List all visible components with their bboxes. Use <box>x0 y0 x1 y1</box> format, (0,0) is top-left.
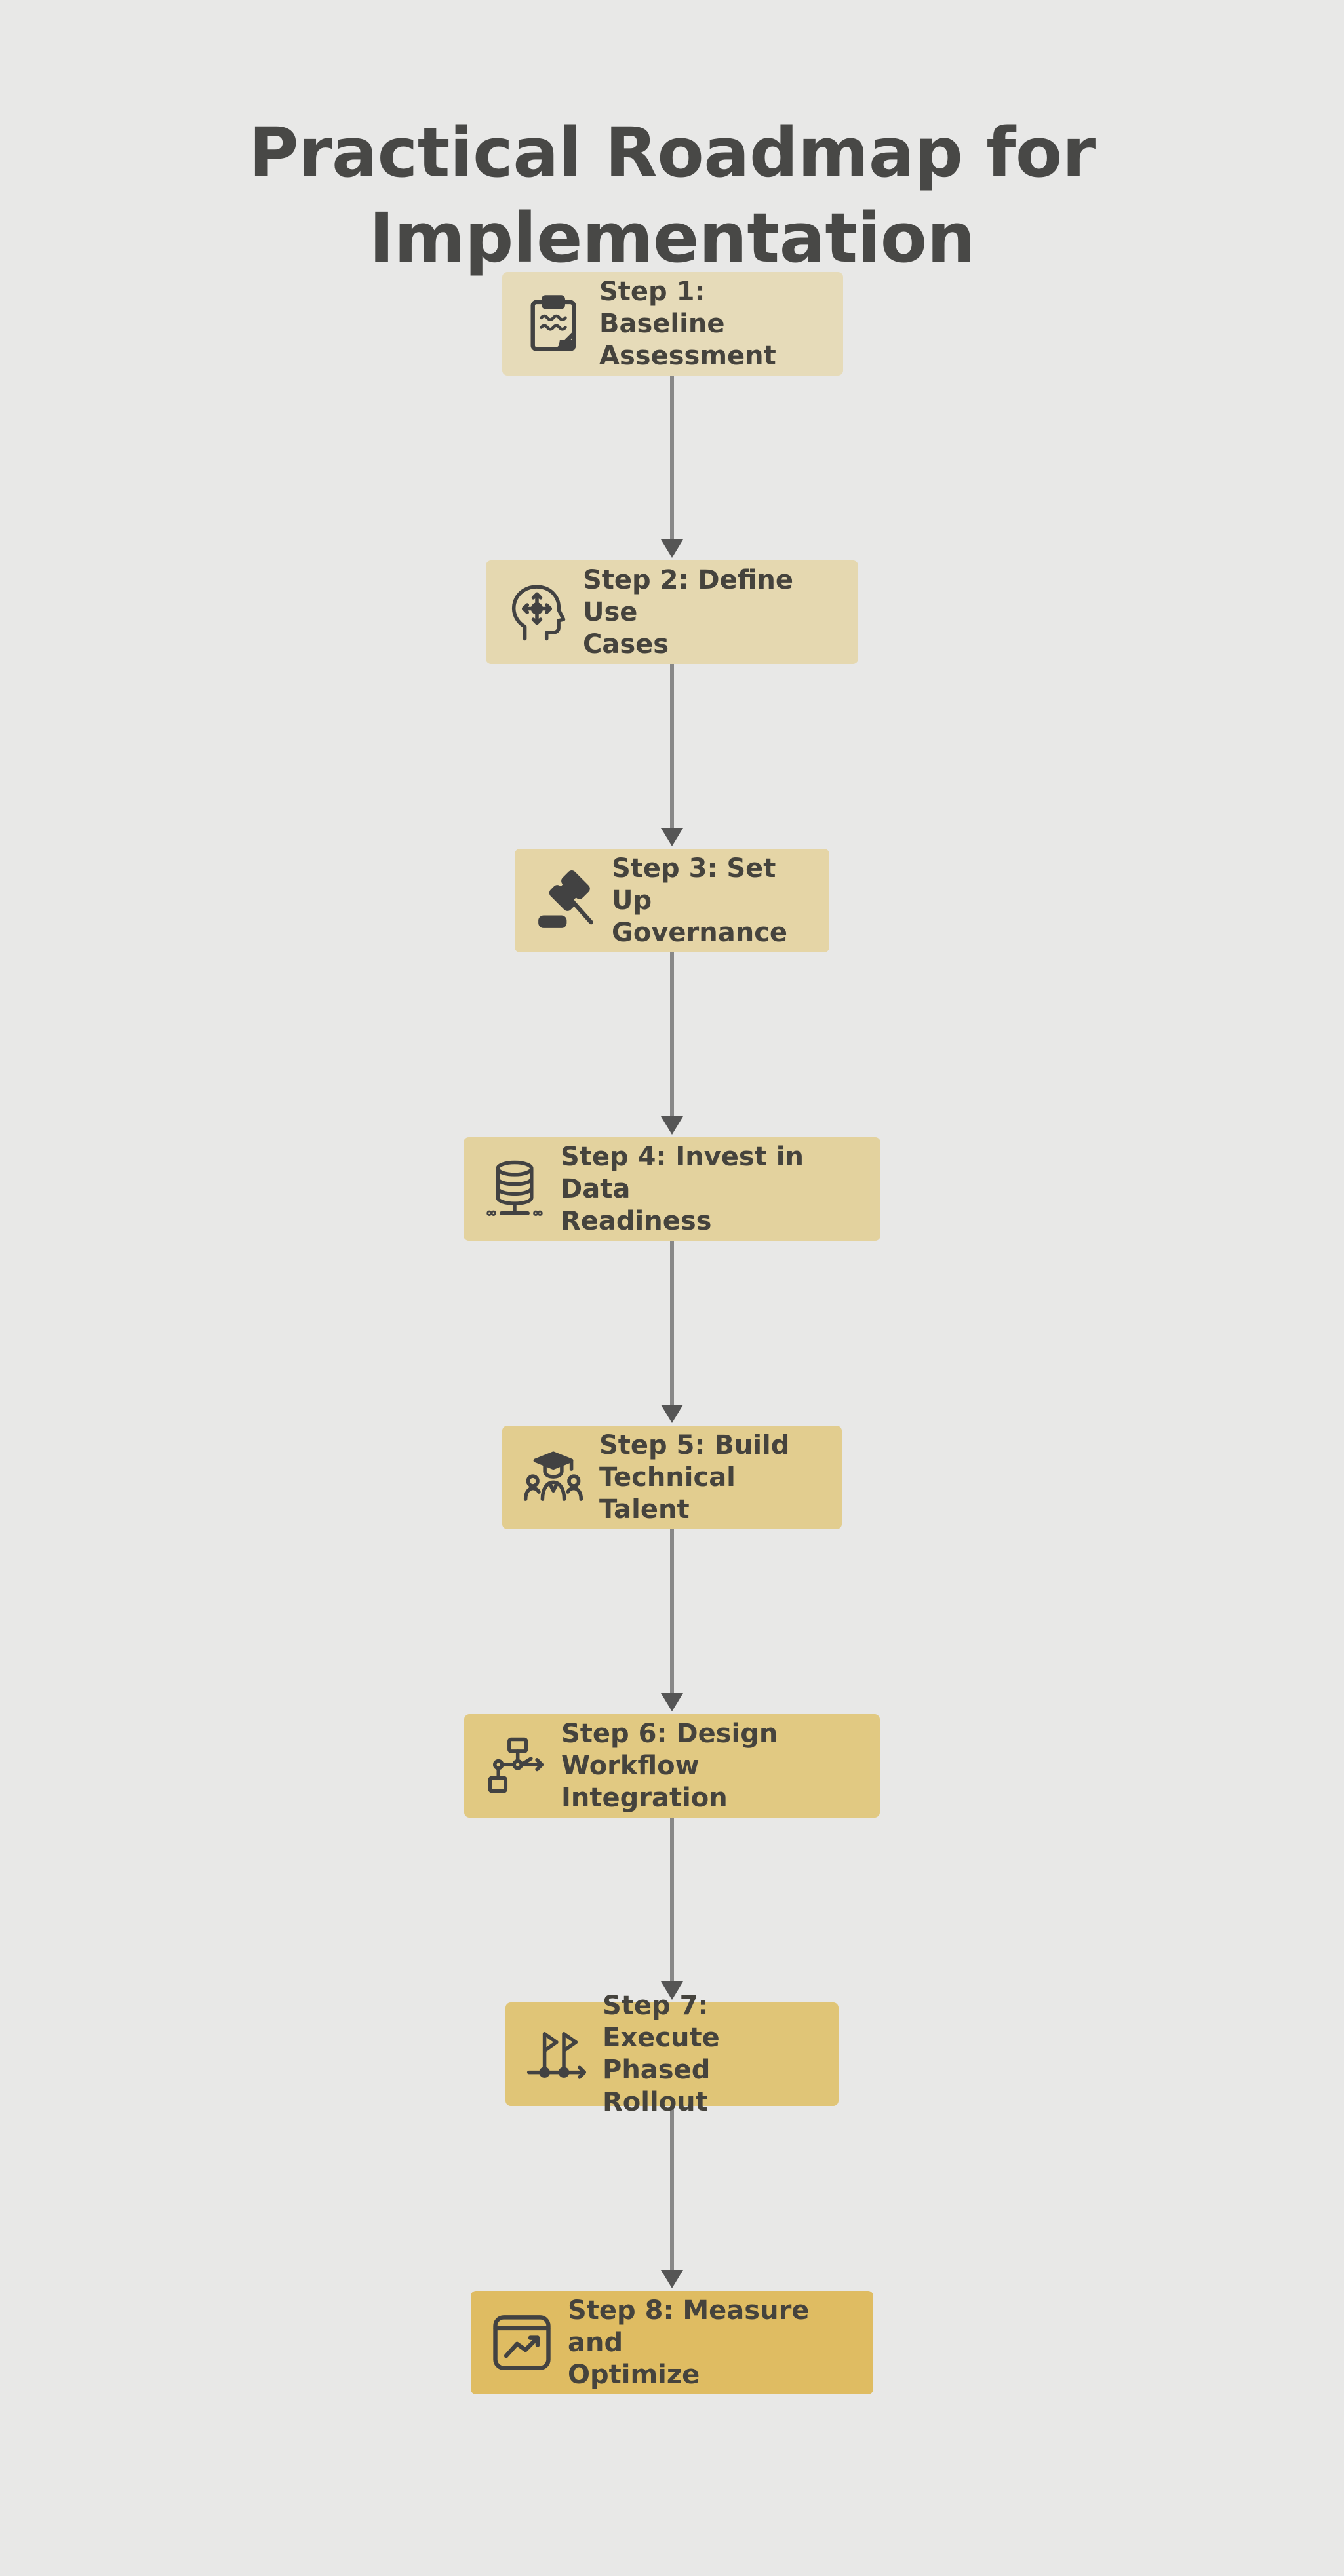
step-8-line-2: Optimize <box>568 2359 700 2390</box>
step-7-line-2: Phased Rollout <box>603 2055 711 2117</box>
step-6-line-1: Step 6: Design <box>561 1718 778 1749</box>
step-4-label: Step 4: Invest in Data Readiness <box>561 1141 863 1238</box>
step-8-line-1: Step 8: Measure and <box>568 2295 810 2358</box>
step-2-box: Step 2: Define Use Cases <box>486 560 858 664</box>
gavel-icon <box>534 869 597 932</box>
step-7-box: Step 7: Execute Phased Rollout <box>505 1991 839 2117</box>
step-2-label: Step 2: Define Use Cases <box>583 564 841 661</box>
database-icon <box>483 1158 546 1220</box>
page-title: Practical Roadmap for Implementation <box>248 113 1096 278</box>
step-6-line-2: Workflow Integration <box>561 1750 728 1813</box>
step-6-box: Step 6: Design Workflow Integration <box>464 1714 880 1818</box>
step-5-line-1: Step 5: Build <box>599 1430 790 1460</box>
connector-arrowhead-1 <box>661 539 683 558</box>
step-1-line-2: Assessment <box>599 340 776 371</box>
connector-arrowhead-7 <box>661 2270 683 2288</box>
step-5-box: Step 5: Build Technical Talent <box>502 1426 842 1529</box>
step-5-line-2: Technical Talent <box>599 1462 736 1525</box>
step-7-line-1: Step 7: Execute <box>603 1991 720 2053</box>
step-4-line-1: Step 4: Invest in Data <box>561 1141 804 1204</box>
step-3-label: Step 3: Set Up Governance <box>612 853 812 949</box>
step-2-line-1: Step 2: Define Use <box>583 564 793 627</box>
connector-arrowhead-5 <box>661 1693 683 1711</box>
step-8-box: Step 8: Measure and Optimize <box>471 2291 873 2394</box>
step-8-label: Step 8: Measure and Optimize <box>568 2295 856 2391</box>
step-3-box: Step 3: Set Up Governance <box>515 849 829 952</box>
head-brain-icon <box>505 581 568 644</box>
clipboard-icon <box>522 292 585 355</box>
graduate-team-icon <box>522 1446 585 1509</box>
connector-arrowhead-2 <box>661 828 683 846</box>
connector-arrowhead-4 <box>661 1405 683 1423</box>
step-1-box: Step 1: Baseline Assessment <box>502 272 843 376</box>
step-4-line-2: Readiness <box>561 1205 712 1236</box>
connector-arrowhead-6 <box>661 1981 683 2000</box>
step-2-line-2: Cases <box>583 629 669 659</box>
step-4-box: Step 4: Invest in Data Readiness <box>464 1137 880 1241</box>
step-3-line-2: Governance <box>612 917 788 948</box>
trend-chart-icon <box>490 2311 553 2374</box>
milestone-flags-icon <box>525 2023 588 2086</box>
step-5-label: Step 5: Build Technical Talent <box>599 1430 825 1526</box>
step-6-label: Step 6: Design Workflow Integration <box>561 1718 863 1814</box>
step-1-line-1: Step 1: Baseline <box>599 276 725 339</box>
workflow-icon <box>484 1734 547 1797</box>
step-7-label: Step 7: Execute Phased Rollout <box>603 1990 821 2118</box>
connector-arrowhead-3 <box>661 1116 683 1135</box>
step-1-label: Step 1: Baseline Assessment <box>599 276 826 372</box>
step-3-line-1: Step 3: Set Up <box>612 853 776 916</box>
